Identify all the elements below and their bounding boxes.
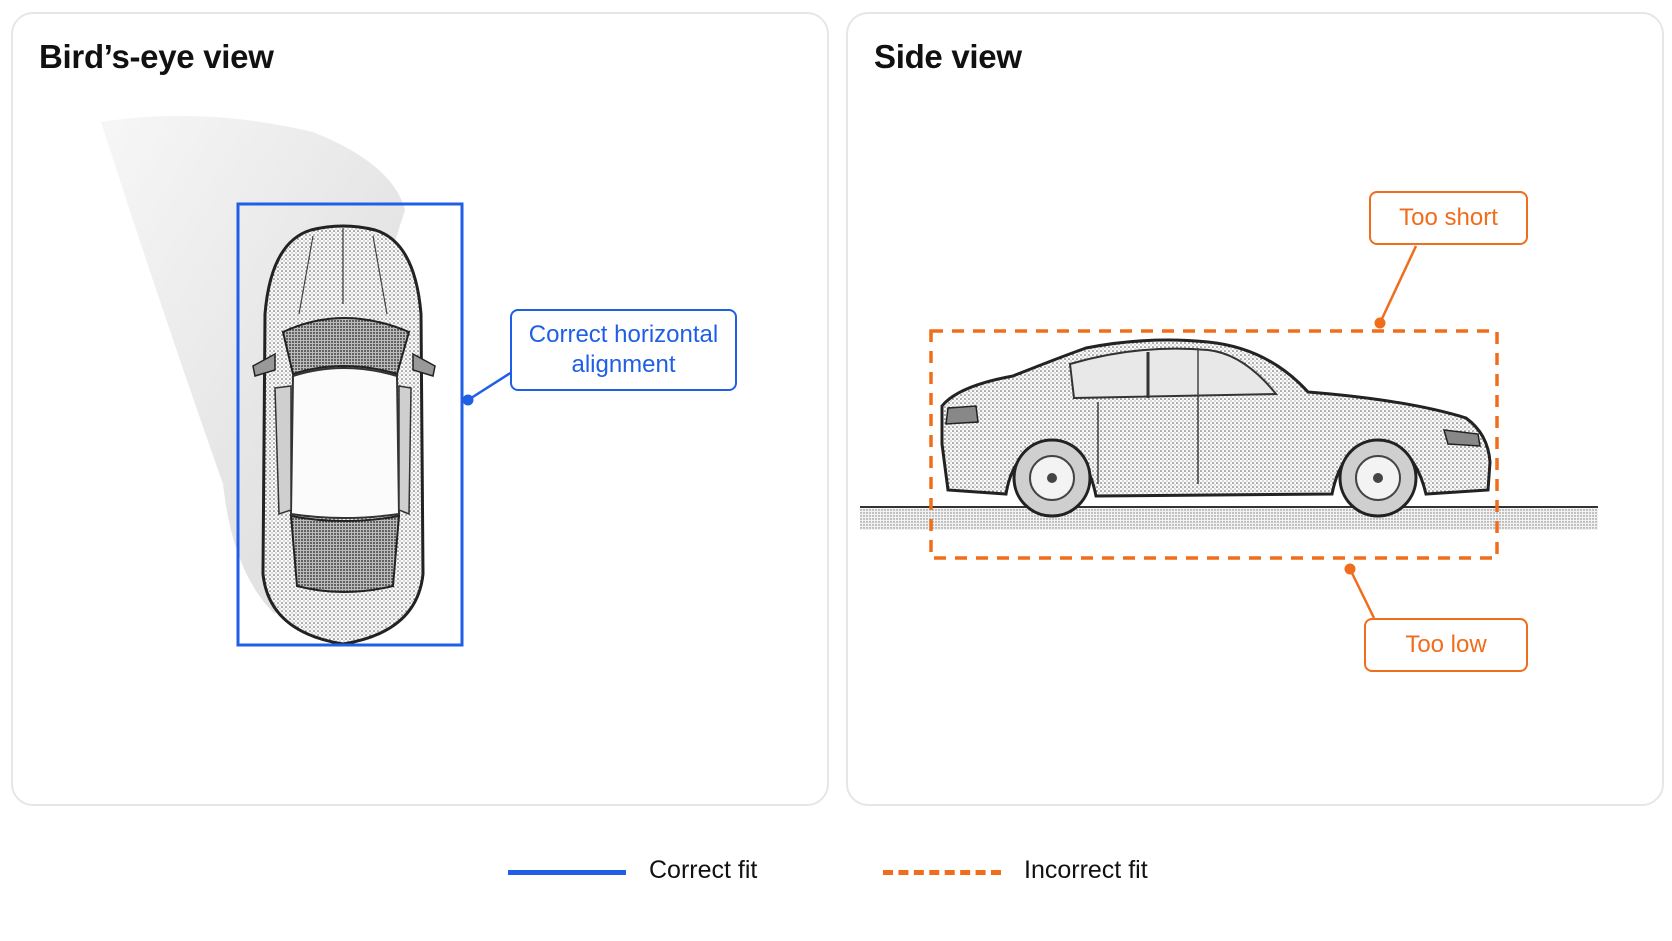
side-view-panel: Side view [846,12,1664,806]
correct-horizontal-alignment-callout: Correct horizontal alignment [510,309,737,391]
too-low-text: Too low [1405,631,1487,658]
side-view-illustration [860,245,1598,619]
legend-correct-swatch [508,870,626,875]
correct-horizontal-alignment-text: Correct horizontal alignment [528,321,719,378]
birds-eye-view-title: Bird’s-eye view [39,38,274,75]
ground [860,506,1598,530]
birds-eye-illustration [101,115,513,647]
correct-fit-box [236,202,464,647]
callout-leader-left [467,370,513,402]
car-side-view [940,338,1492,518]
too-short-text: Too short [1399,204,1498,231]
incorrect-fit-box [929,329,1499,560]
too-short-callout: Too short [1369,191,1528,245]
callout-anchor-bottom [1344,563,1356,575]
legend: Correct fit Incorrect fit [0,852,1672,892]
callout-anchor-left [462,394,474,406]
birds-eye-view-panel: Bird’s-eye view [11,12,829,806]
callout-anchor-top [1374,317,1386,329]
callout-leader-top [1378,245,1418,324]
legend-correct-label: Correct fit [649,856,758,884]
too-low-callout: Too low [1364,618,1528,672]
legend-incorrect-swatch [883,870,1001,875]
callout-leader-bottom [1348,568,1376,619]
car-top-view [252,224,436,646]
legend-incorrect-label: Incorrect fit [1024,856,1148,884]
side-view-title: Side view [874,38,1022,75]
